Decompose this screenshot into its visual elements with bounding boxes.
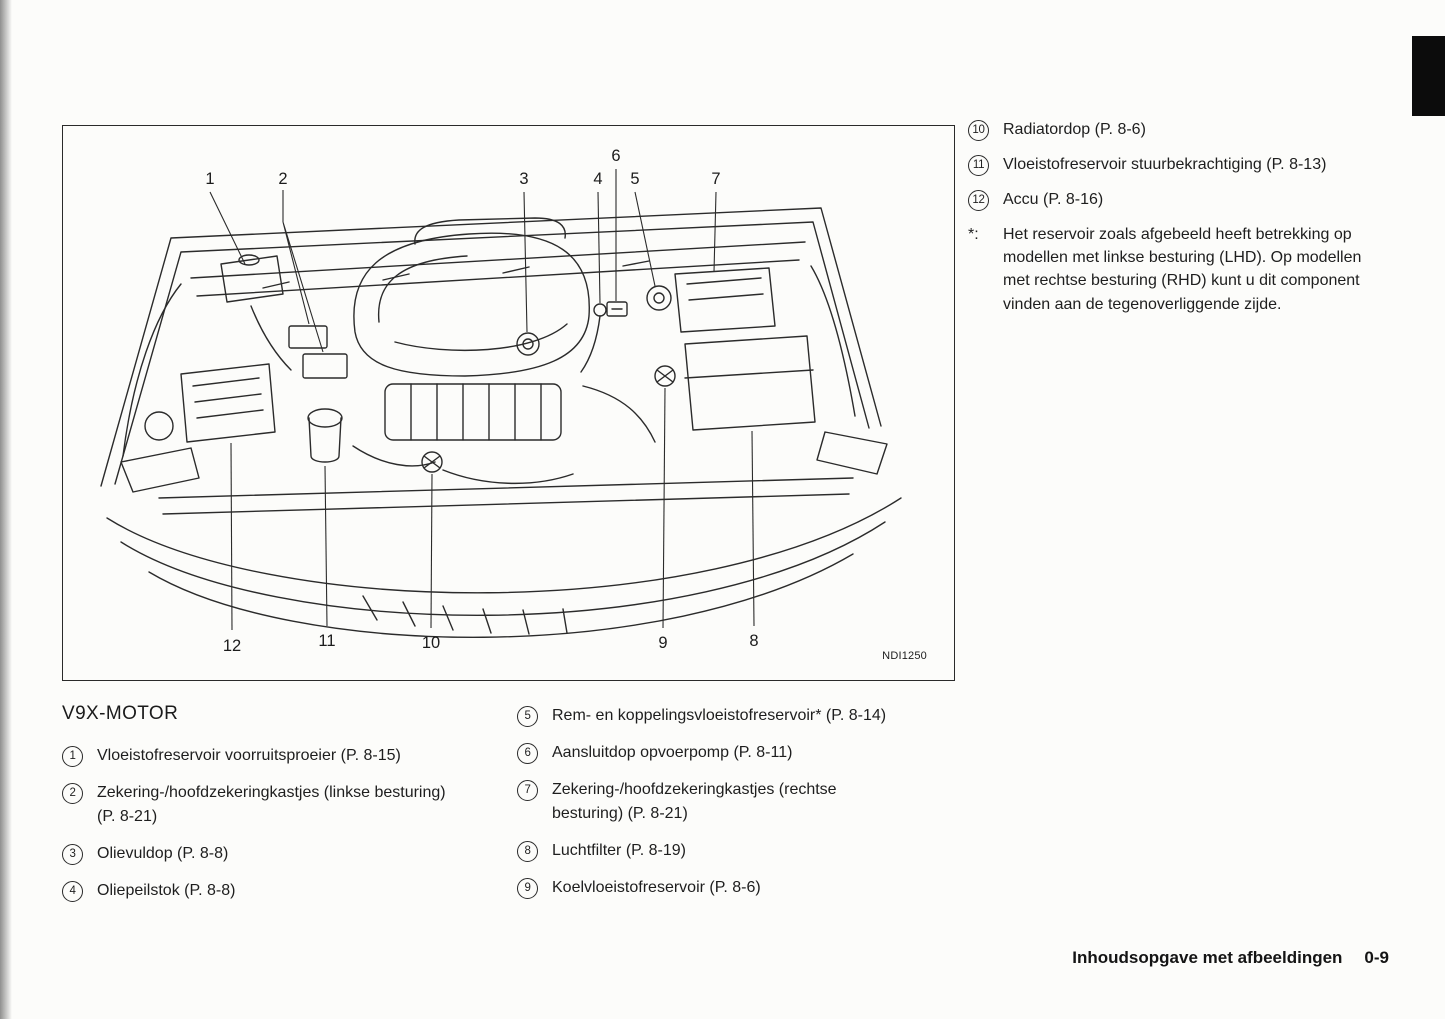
diagram-callout-number: 6: [611, 147, 620, 165]
figure-code: NDI1250: [882, 650, 927, 662]
legend-left-column: 1 Vloeistofreservoir voorruitsproeier (P…: [62, 744, 467, 916]
callout-badge: 1: [62, 746, 83, 767]
callout-badge: 3: [62, 844, 83, 865]
diagram-callout-number: 7: [711, 170, 720, 188]
legend-label: Oliepeilstok (P. 8-8): [97, 882, 236, 899]
diagram-callout-number: 10: [422, 634, 440, 652]
page-edge-shadow: [0, 0, 12, 1019]
diagram-callout-number: 11: [318, 632, 335, 650]
callout-badge: 6: [517, 743, 538, 764]
legend-item-12: 12 Accu (P. 8-16): [968, 188, 1386, 212]
legend-label: Vloeistofreservoir stuurbekrachtiging (P…: [1003, 156, 1327, 173]
legend-item-2: 2 Zekering-/hoofdzekeringkastjes (linkse…: [62, 781, 467, 829]
legend-label: Rem- en koppelingsvloeistofreservoir* (P…: [552, 707, 887, 724]
diagram-callout-number: 3: [519, 170, 528, 188]
footer-title: Inhoudsopgave met afbeeldingen: [1072, 948, 1343, 967]
footnote: *: Het reservoir zoals afgebeeld heeft b…: [968, 223, 1386, 316]
legend-item-7: 7 Zekering-/hoofdzekeringkastjes (rechts…: [517, 778, 902, 826]
callout-badge: 7: [517, 780, 538, 801]
engine-bay-drawing: [100, 207, 902, 638]
callout-badge: 11: [968, 155, 989, 176]
callout-badge: 9: [517, 878, 538, 899]
footnote-text: Het reservoir zoals afgebeeld heeft betr…: [1003, 226, 1362, 313]
legend-label: Radiatordop (P. 8-6): [1003, 121, 1146, 138]
diagram-callout-number: 2: [278, 170, 287, 188]
engine-bay-diagram: 1 2 3 4 6 5 7 12 11 10 9 8 NDI1250: [100, 147, 927, 662]
legend-item-10: 10 Radiatordop (P. 8-6): [968, 118, 1386, 142]
legend-label: Aansluitdop opvoerpomp (P. 8-11): [552, 744, 793, 761]
legend-item-5: 5 Rem- en koppelingsvloeistofreservoir* …: [517, 704, 902, 728]
legend-label: Accu (P. 8-16): [1003, 191, 1104, 208]
legend-item-1: 1 Vloeistofreservoir voorruitsproeier (P…: [62, 744, 467, 768]
legend-middle-column: 5 Rem- en koppelingsvloeistofreservoir* …: [517, 704, 902, 913]
page-number: 0-9: [1364, 948, 1389, 967]
callout-badge: 10: [968, 120, 989, 141]
callout-badge: 2: [62, 783, 83, 804]
callout-leader-lines: [209, 169, 755, 631]
legend-label: Vloeistofreservoir voorruitsproeier (P. …: [97, 747, 401, 764]
legend-item-6: 6 Aansluitdop opvoerpomp (P. 8-11): [517, 741, 902, 765]
legend-right-column: 10 Radiatordop (P. 8-6) 11 Vloeistofrese…: [968, 118, 1386, 316]
page-footer: Inhoudsopgave met afbeeldingen 0-9: [1072, 948, 1389, 968]
callout-badge: 8: [517, 841, 538, 862]
footnote-marker: *:: [968, 226, 979, 243]
legend-item-11: 11 Vloeistofreservoir stuurbekrachtiging…: [968, 153, 1386, 177]
section-heading: V9X-MOTOR: [62, 703, 179, 724]
callout-badge: 5: [517, 706, 538, 727]
callout-badge: 4: [62, 881, 83, 902]
diagram-callout-number: 8: [749, 632, 758, 650]
section-tab: [1412, 36, 1445, 116]
engine-diagram-figure: 1 2 3 4 6 5 7 12 11 10 9 8 NDI1250: [62, 125, 955, 681]
legend-item-8: 8 Luchtfilter (P. 8-19): [517, 839, 902, 863]
legend-label: Koelvloeistofreservoir (P. 8-6): [552, 879, 761, 896]
legend-item-4: 4 Oliepeilstok (P. 8-8): [62, 879, 467, 903]
legend-label: Zekering-/hoofdzekeringkastjes (rechtse …: [552, 781, 837, 822]
diagram-callout-number: 5: [630, 170, 639, 188]
diagram-callout-number: 4: [593, 170, 602, 188]
diagram-callout-number: 1: [205, 170, 214, 188]
diagram-callout-number: 9: [658, 634, 667, 652]
legend-label: Luchtfilter (P. 8-19): [552, 842, 686, 859]
callout-badge: 12: [968, 190, 989, 211]
legend-item-3: 3 Olievuldop (P. 8-8): [62, 842, 467, 866]
legend-item-9: 9 Koelvloeistofreservoir (P. 8-6): [517, 876, 902, 900]
legend-label: Olievuldop (P. 8-8): [97, 845, 229, 862]
legend-label: Zekering-/hoofdzekeringkastjes (linkse b…: [97, 784, 446, 825]
diagram-callout-number: 12: [223, 637, 241, 655]
